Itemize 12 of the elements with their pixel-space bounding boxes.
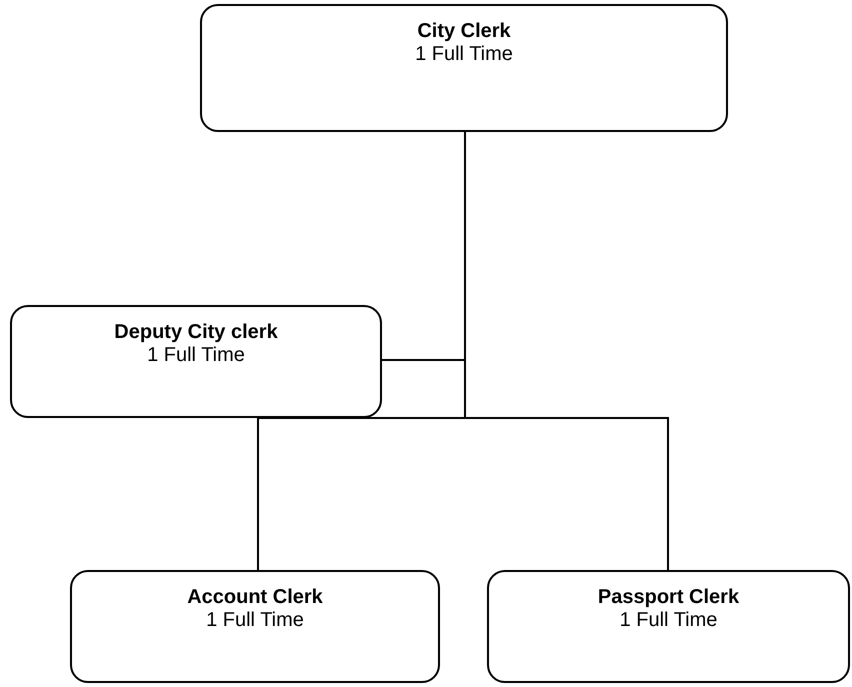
position-title: Account Clerk [186, 586, 324, 609]
position-box [10, 305, 382, 418]
staff-count: 1 Full Time [618, 609, 718, 632]
position-box [200, 4, 728, 132]
position-box [487, 570, 850, 683]
position-title: Deputy City clerk [113, 321, 279, 344]
position-box [70, 570, 440, 683]
staff-count: 1 Full Time [205, 609, 305, 632]
position-title: City Clerk [416, 20, 512, 43]
staff-count: 1 Full Time [414, 43, 514, 66]
staff-count: 1 Full Time [146, 344, 246, 367]
position-title: Passport Clerk [596, 586, 740, 609]
